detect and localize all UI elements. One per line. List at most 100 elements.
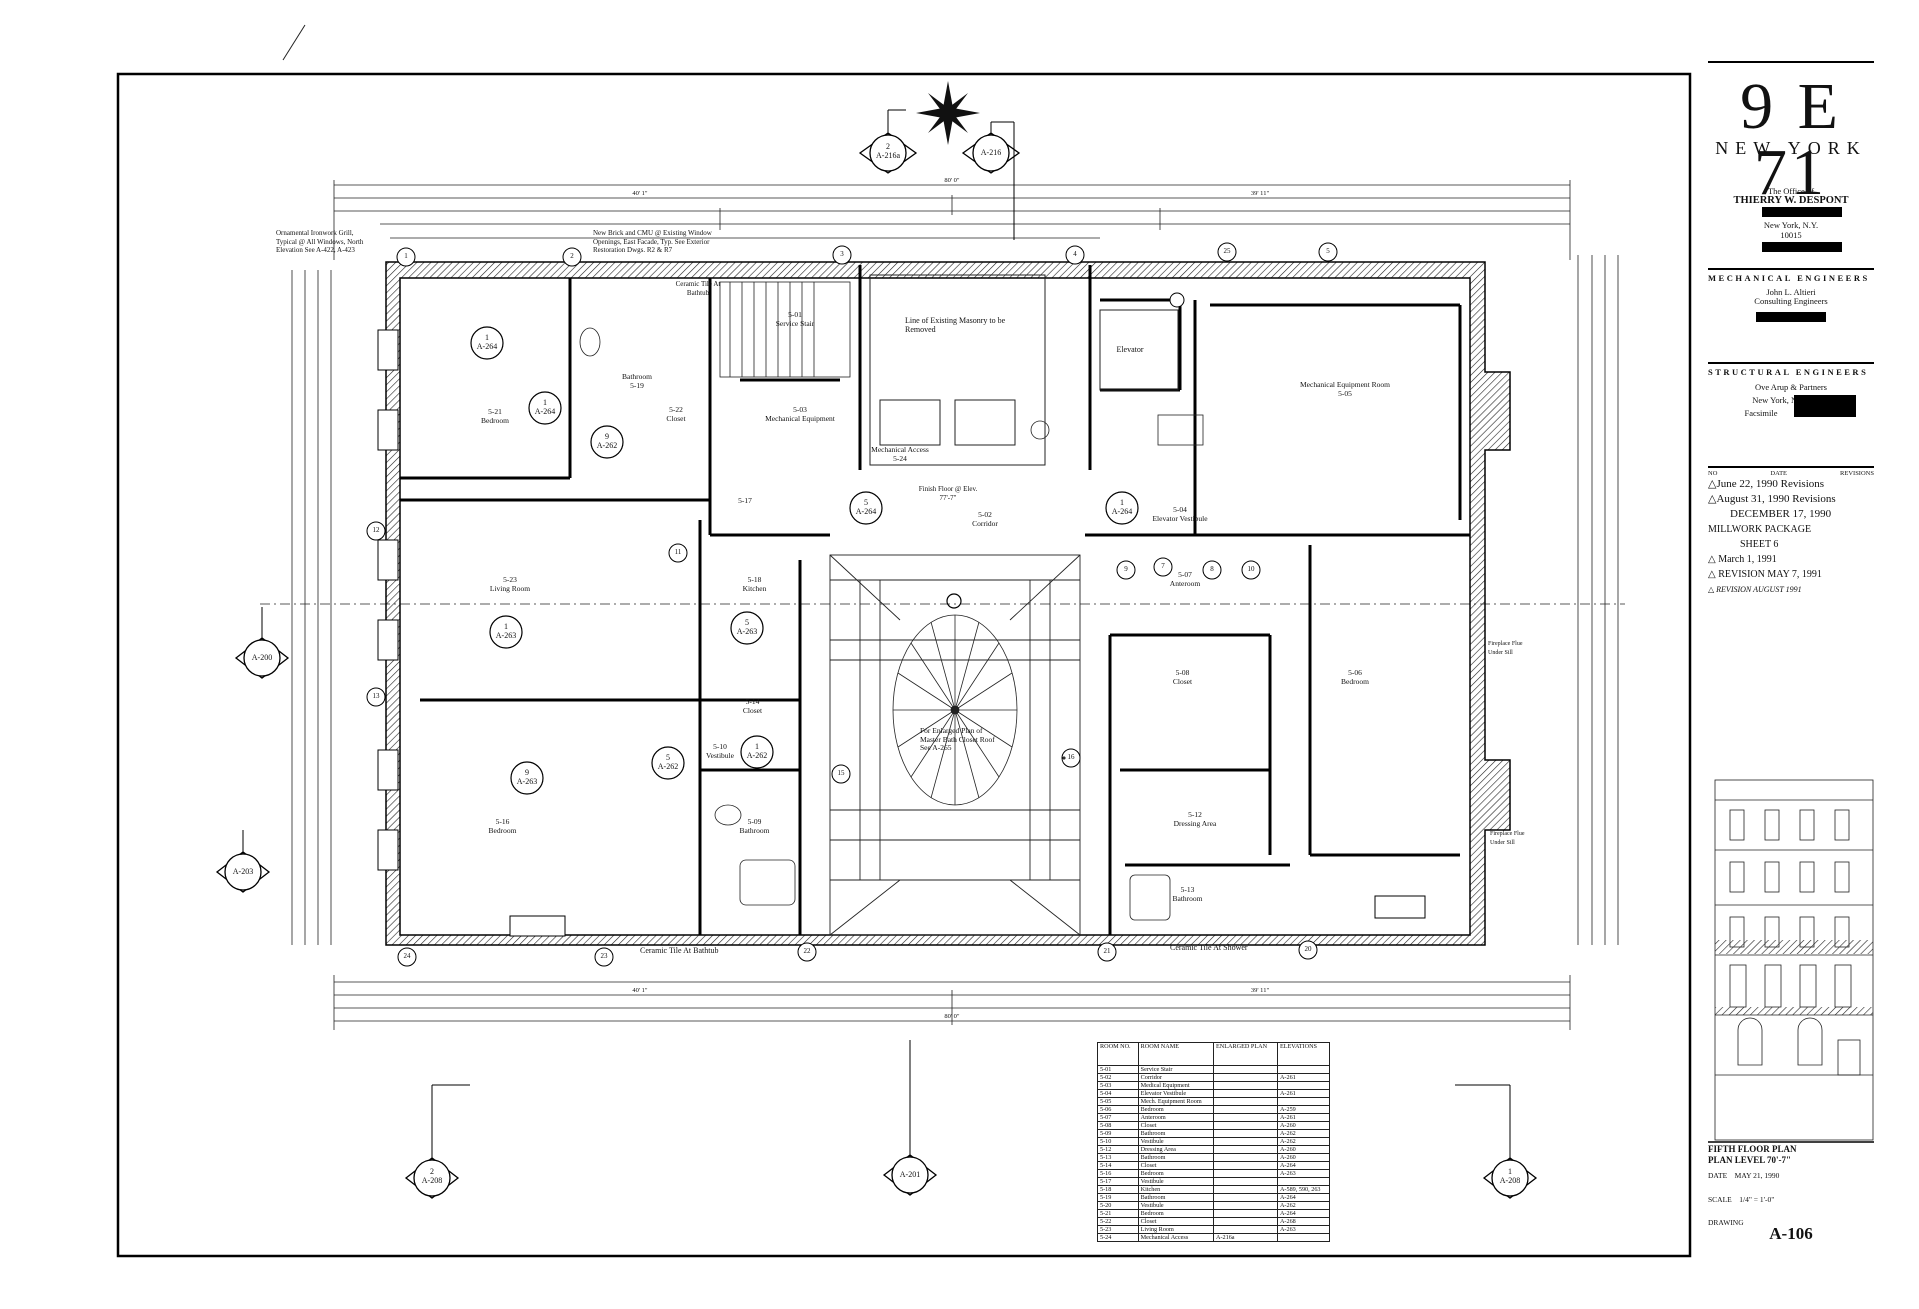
struct-name: Ove Arup & Partners (1754, 382, 1827, 392)
grid-bubble: 23 (600, 952, 608, 960)
revision-row: DECEMBER 17, 1990 (1730, 508, 1832, 520)
cell-enlarged (1213, 1225, 1278, 1234)
grid-bubble: 1 (404, 252, 408, 260)
cell-room-name: Living Room (1137, 1225, 1215, 1234)
finish-floor-note: Finish Floor @ Elev. 77'-7" (918, 485, 978, 502)
cell-room-name: Bedroom (1137, 1105, 1215, 1114)
architect-name: THIERRY W. DESPONT (1733, 195, 1849, 206)
grid-bubble: 9 (1124, 565, 1128, 573)
elevator-label: Elevator (1116, 345, 1144, 354)
grid-bubble: 15 (837, 769, 845, 777)
side-dimension-lines (260, 255, 1625, 945)
drawing-number: A-106 (1769, 1224, 1813, 1243)
grid-bubble: 7 (1161, 562, 1165, 570)
revision-row: △ March 1, 1991 (1708, 554, 1777, 565)
cell-elevation (1276, 1097, 1331, 1106)
revision-row: SHEET 6 (1740, 539, 1779, 550)
interior-walls (400, 265, 1470, 935)
cell-elevation: A-589, 590, 263 (1276, 1185, 1331, 1194)
revision-row: △ REVISION AUGUST 1991 (1708, 585, 1802, 594)
cell-room-no: 5-12 (1097, 1145, 1139, 1154)
cell-room-name: Anteroom (1137, 1113, 1215, 1122)
cell-room-name: Mechanical Access (1137, 1233, 1215, 1242)
grid-bubble: 20 (1304, 945, 1312, 953)
cell-elevation: A-261 (1276, 1073, 1331, 1082)
architect-prefix: The Office of (1767, 186, 1815, 196)
cell-elevation: A-264 (1276, 1161, 1331, 1170)
grid-bubble: 16 (1067, 753, 1075, 761)
cell-room-no: 5-19 (1097, 1193, 1139, 1202)
redacted-block (1756, 312, 1826, 322)
cell-enlarged (1213, 1121, 1278, 1130)
grid-bubble: 22 (803, 947, 811, 955)
cell-elevation: A-264 (1276, 1193, 1331, 1202)
mech-heading: MECHANICAL ENGINEERS (1708, 268, 1874, 283)
rev-head-revisions: REVISIONS (1840, 470, 1874, 477)
schedule-header: ROOM NO. ROOM NAME ENLARGED PLAN ELEVATI… (1097, 1042, 1331, 1066)
cell-enlarged (1213, 1129, 1278, 1138)
plumbing-fixtures (579, 327, 1204, 921)
service-stair (719, 281, 851, 378)
cell-room-name: Closet (1137, 1161, 1215, 1170)
cell-enlarged (1213, 1209, 1278, 1218)
window-openings (377, 329, 1426, 937)
cell-enlarged (1213, 1089, 1278, 1098)
atrium-skylight (829, 554, 1081, 936)
cell-elevation: A-261 (1276, 1089, 1331, 1098)
cell-enlarged (1213, 1073, 1278, 1082)
dim-left-top: 40' 1" (632, 190, 648, 197)
col-enlarged-plan: ENLARGED PLAN (1213, 1042, 1278, 1066)
cell-elevation (1276, 1065, 1331, 1074)
cell-room-no: 5-01 (1097, 1065, 1139, 1074)
north-arrow (916, 81, 980, 145)
grid-bubble: 25 (1223, 247, 1231, 255)
dim-right-bottom: 39' 11" (1250, 987, 1270, 994)
revision-row: MILLWORK PACKAGE (1708, 524, 1812, 535)
tile-bathtub-note: Ceramic Tile At Bathtub (640, 946, 719, 955)
date-row: DATE MAY 21, 1990 (1708, 1171, 1780, 1180)
cell-room-name: Vestibule (1137, 1137, 1215, 1146)
room-schedule: ROOM NO. ROOM NAME ENLARGED PLAN ELEVATI… (1097, 1042, 1331, 1242)
enlarged-plan-note: For Enlarged Plan of Master Bath Closet … (920, 726, 995, 752)
cell-room-no: 5-23 (1097, 1225, 1139, 1234)
cell-room-no: 5-24 (1097, 1233, 1139, 1242)
struct-heading: STRUCTURAL ENGINEERS (1708, 362, 1874, 377)
architect-zip: 10015 (1780, 230, 1802, 240)
architect-city: New York, N.Y. (1763, 220, 1819, 230)
cell-enlarged (1213, 1137, 1278, 1146)
elevation-hatch (1715, 940, 1873, 1015)
grid-bubble: 21 (1103, 947, 1111, 955)
cell-room-no: 5-18 (1097, 1185, 1139, 1194)
struct-city: New York, N.Y. 10001 (1752, 395, 1830, 405)
dim-overall-top: 80' 0" (944, 177, 960, 184)
cell-elevation (1276, 1177, 1331, 1186)
cell-room-name: Elevator Vestibule (1137, 1089, 1215, 1098)
cell-room-name: Mech. Equipment Room (1137, 1097, 1215, 1106)
redacted-block (1794, 395, 1856, 417)
cell-room-name: Closet (1137, 1217, 1215, 1226)
cell-enlarged (1213, 1105, 1278, 1114)
